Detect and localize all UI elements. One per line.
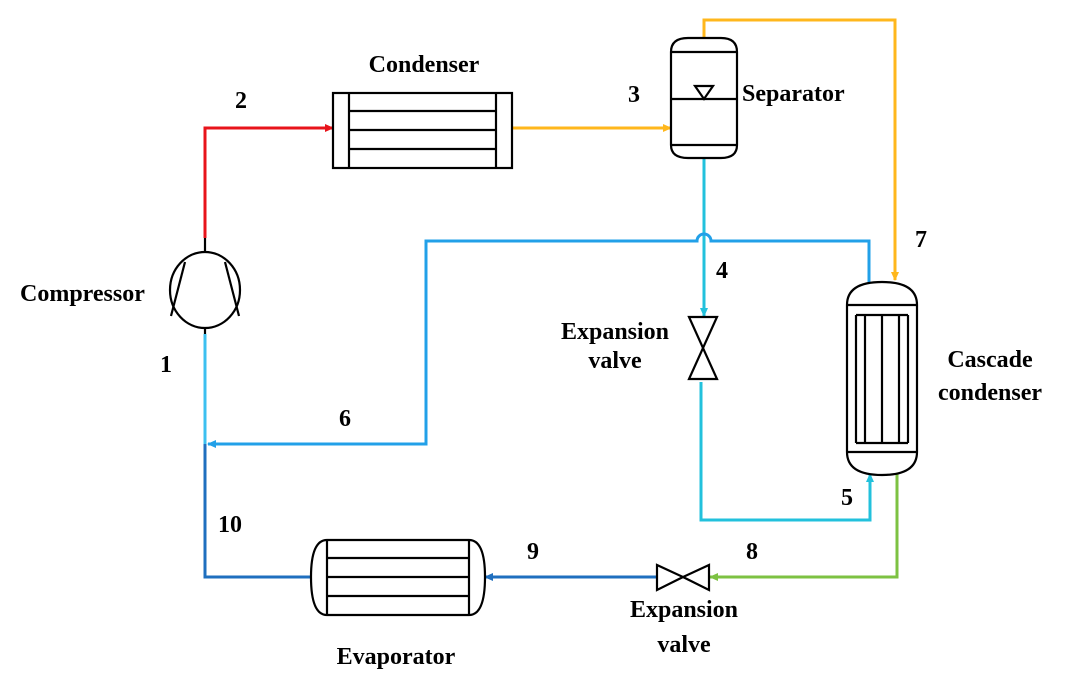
state-point-7: 7 (915, 227, 927, 253)
state-point-5: 5 (841, 485, 853, 511)
pipe-5 (699, 382, 874, 522)
pipe-6 (207, 232, 871, 448)
expansion-valve-lower-label-line1: Expansion (630, 597, 738, 623)
expansion-valve-lower (655, 563, 711, 592)
state-point-2: 2 (235, 88, 247, 114)
expansion-valve-lower-label-line2: valve (657, 632, 711, 658)
pipe-8 (709, 470, 899, 581)
evaporator-label: Evaporator (337, 644, 456, 670)
expansion-valve-upper-label-line1: Expansion (561, 319, 669, 345)
state-point-9: 9 (527, 539, 539, 565)
state-point-4: 4 (716, 258, 728, 284)
evaporator (309, 538, 487, 617)
compressor (168, 238, 242, 334)
compressor-label: Compressor (20, 281, 145, 307)
state-point-6: 6 (339, 406, 351, 432)
state-point-10: 10 (218, 512, 242, 538)
pipe-7 (702, 18, 899, 281)
state-point-3: 3 (628, 82, 640, 108)
separator-label: Separator (742, 81, 845, 107)
expansion-valve-upper (687, 315, 719, 381)
state-point-1: 1 (160, 352, 172, 378)
cascade-condenser-label-line2: condenser (938, 380, 1042, 406)
pipe-2 (203, 124, 334, 238)
condenser (331, 91, 514, 170)
separator (669, 36, 739, 160)
cascade-condenser (845, 280, 919, 477)
state-point-8: 8 (746, 539, 758, 565)
expansion-valve-upper-label-line2: valve (588, 348, 642, 374)
cascade-condenser-label-line1: Cascade (947, 347, 1033, 373)
condenser-label: Condenser (369, 52, 480, 78)
pipe-10 (203, 444, 311, 579)
